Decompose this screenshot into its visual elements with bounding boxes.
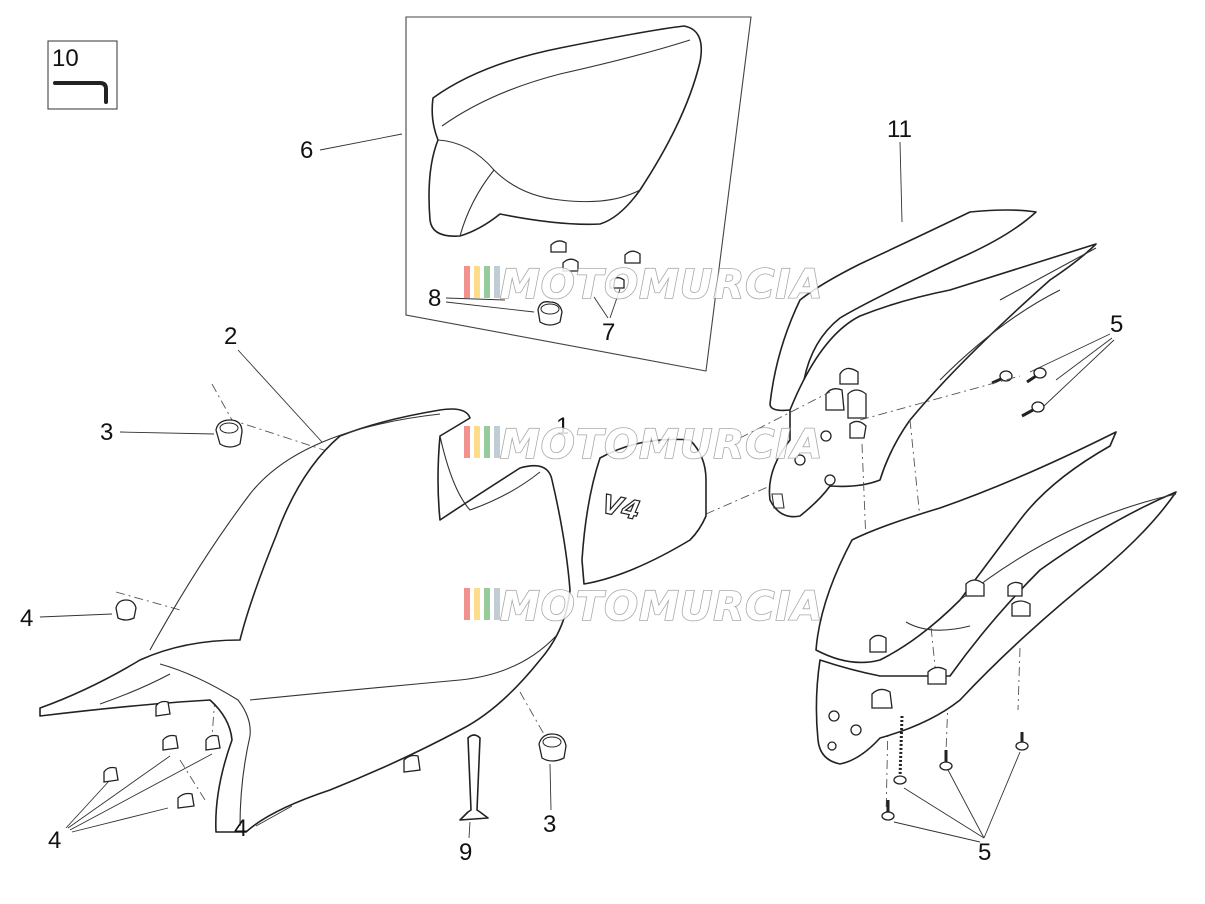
- wm-stripe-4: [494, 588, 500, 620]
- callout-5-upper: 5: [1110, 311, 1123, 338]
- nut-upper-left: 3: [100, 419, 243, 448]
- callout-2: 2: [224, 323, 237, 350]
- wm-stripe-3: [484, 588, 490, 620]
- callout-9: 9: [459, 839, 472, 866]
- wm-stripe-1: [464, 588, 470, 620]
- passenger-seat-pad: [428, 25, 703, 237]
- wm-stripe-1: [464, 266, 470, 298]
- seat-kit-nuts: [550, 240, 641, 289]
- tool-box: 10: [47, 40, 118, 110]
- passenger-seat-kit: 6 8 7: [300, 16, 752, 372]
- watermark-2: MOTOMURCIA: [464, 421, 823, 469]
- wm-stripe-1: [464, 426, 470, 458]
- callout-4-lower: 4: [48, 827, 61, 854]
- watermark-3: MOTOMURCIA: [464, 583, 823, 631]
- wm-stripe-4: [494, 266, 500, 298]
- callout-1: 1: [556, 413, 569, 440]
- wm-stripe-2: [474, 426, 480, 458]
- callout-5-lower: 5: [978, 839, 991, 866]
- watermark-text-2: MOTOMURCIA: [500, 422, 823, 468]
- screws-upper: 5: [991, 311, 1123, 418]
- callout-3-upper: 3: [100, 419, 113, 446]
- screws-lower: 5: [881, 715, 1029, 866]
- bush-mid-left: 4: [20, 599, 137, 632]
- callout-4-center: 4: [234, 815, 247, 842]
- wm-stripe-3: [484, 426, 490, 458]
- callout-4-mid: 4: [20, 605, 33, 632]
- watermark-1: MOTOMURCIA: [464, 261, 823, 309]
- bushes-lower-left: 4: [48, 700, 221, 854]
- wm-stripe-2: [474, 266, 480, 298]
- callout-7: 7: [602, 319, 615, 346]
- seat-cover-insert: V4 1: [556, 413, 707, 585]
- lower-undertray: [815, 431, 1177, 765]
- bush-lower-center: 4: [234, 754, 421, 842]
- wm-stripe-3: [484, 266, 490, 298]
- callout-3-lower: 3: [543, 811, 556, 838]
- seat-strap: 9: [459, 734, 489, 866]
- watermark-text-1: MOTOMURCIA: [500, 262, 823, 308]
- callout-11: 11: [887, 116, 912, 143]
- tail-fairing: 11: [768, 116, 1097, 518]
- nut-lower-center: 3: [538, 733, 567, 838]
- allen-key-icon: [53, 81, 108, 104]
- callout-10: 10: [52, 45, 79, 72]
- wm-stripe-4: [494, 426, 500, 458]
- watermark-text-3: MOTOMURCIA: [500, 584, 823, 630]
- callout-6: 6: [300, 137, 313, 164]
- seat-kit-bush: [537, 301, 563, 326]
- rider-seat: 2: [39, 323, 571, 833]
- callout-8: 8: [428, 285, 441, 312]
- wm-stripe-2: [474, 588, 480, 620]
